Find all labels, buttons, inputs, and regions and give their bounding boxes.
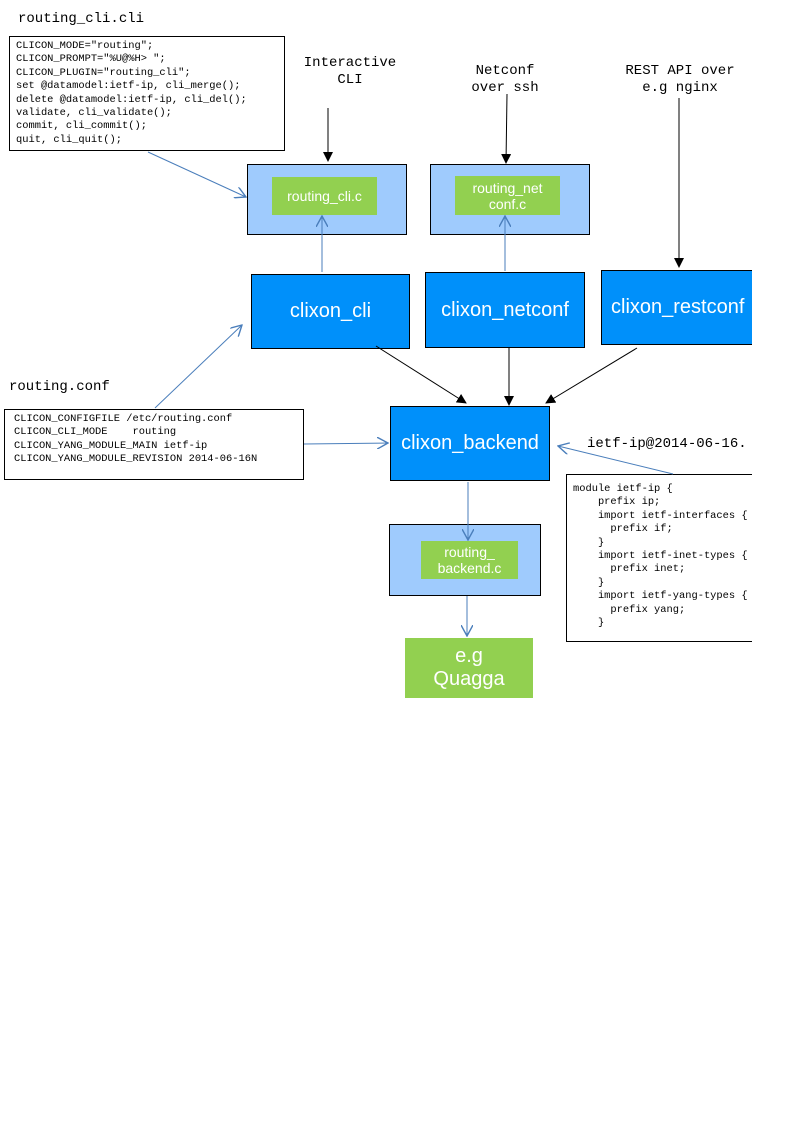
code-line: delete @datamodel:ietf-ip, cli_del(); [16,93,247,106]
code-line: CLICON_YANG_MODULE_REVISION 2014-06-16N [14,453,258,466]
quagga: e.g Quagga [405,638,533,698]
cli-spec-title: routing_cli.cli [18,11,145,27]
code-line: } [573,576,605,589]
arrow-cli-to-backend [375,345,467,404]
arrow-ssh-to-netconf [501,93,512,164]
netconf-plugin: routing_net conf.c [455,176,560,215]
code-line: CLICON_MODE="routing"; [16,40,154,52]
code-line: set @datamodel:ietf-ip, cli_merge(); [16,80,241,93]
cli-spec-box: CLICON_MODE="routing";CLICON_PROMPT="%U@… [9,36,285,151]
clixon-backend: clixon_backend [390,406,550,481]
yang-title: ietf-ip@2014-06-16. [587,436,747,452]
code-line: import ietf-inet-types { [573,550,748,563]
arrow-restconf-to-backend [545,347,638,404]
code-line: quit, cli_quit(); [16,133,123,146]
code-line: prefix inet; [573,563,686,576]
code-line: import ietf-yang-types { [573,590,748,603]
caption-restapi: REST API over e.g nginx [625,63,735,96]
code-line: } [573,536,605,549]
config-title: routing.conf [9,379,110,395]
code-line: import ietf-interfaces { [573,509,748,522]
code-line: } [573,617,605,630]
caption-interactive-cli: Interactive CLI [303,55,397,88]
code-line: prefix yang; [573,603,686,616]
code-line: CLICON_PLUGIN="routing_cli"; [16,66,191,79]
cli-plugin: routing_cli.c [272,177,377,215]
code-line: prefix if; [573,523,673,536]
code-line: CLICON_PROMPT="%U@%H> "; [16,53,166,66]
code-line: CLICON_CLI_MODE routing [14,426,177,439]
clixon-cli: clixon_cli [251,274,410,349]
backend-plugin: routing_ backend.c [421,541,518,579]
code-line: CLICON_CONFIGFILE /etc/routing.conf [14,413,233,425]
arrow-yang-to-backend [558,446,674,475]
arrow-clispec-to-plugin [147,151,246,197]
yang-box: module ietf-ip { prefix ip; import ietf-… [566,474,752,642]
code-line: CLICON_YANG_MODULE_MAIN ietf-ip [14,439,208,452]
code-line: validate, cli_validate(); [16,107,172,120]
code-line: module ietf-ip { [573,483,673,495]
caption-netconf: Netconf over ssh [471,63,539,96]
clixon-restconf: clixon_restconf [601,270,752,345]
code-line: commit, cli_commit(); [16,120,147,133]
clixon-netconf: clixon_netconf [425,272,585,348]
arrow-config-to-backend [303,443,388,444]
code-line: prefix ip; [573,496,661,509]
connectors [147,93,684,1123]
arrow-config-to-cli [154,325,242,409]
